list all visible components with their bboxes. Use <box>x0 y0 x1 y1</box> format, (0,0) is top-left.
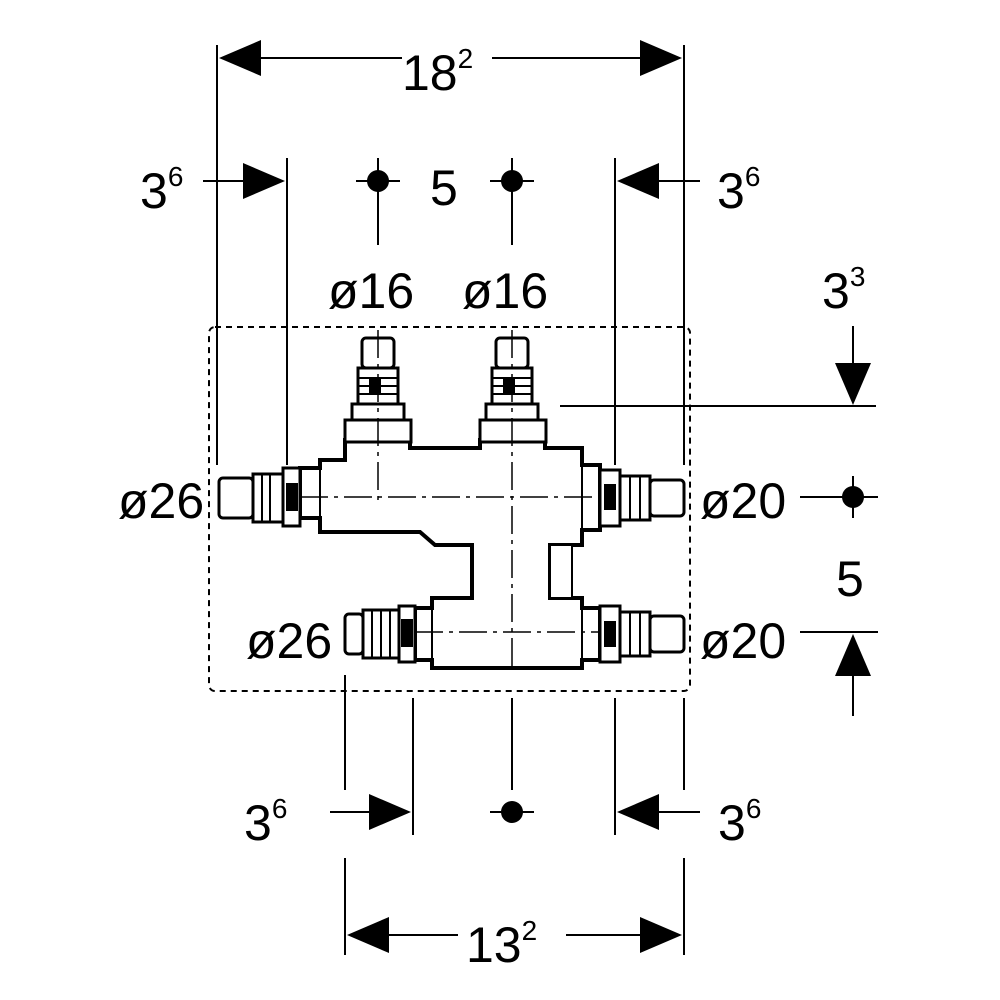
bottom-right-offset-label: 36 <box>718 793 761 851</box>
top-right-outlet-label: ø16 <box>462 263 548 319</box>
center-mark-icon <box>490 801 534 823</box>
top-left-outlet-label: ø16 <box>328 263 414 319</box>
top-right-offset-label: 36 <box>717 161 760 219</box>
left-upper-connection-label: ø26 <box>118 473 204 529</box>
right-top-offset-label: 33 <box>822 261 865 319</box>
center-marks <box>356 170 864 823</box>
right-lower-connection-label: ø20 <box>700 613 786 669</box>
arrowhead <box>617 163 659 199</box>
center-lines <box>300 330 600 668</box>
bottom-left-offset-label: 36 <box>244 793 287 851</box>
arrowhead <box>835 363 871 405</box>
dimension-labels: 182 36 5 36 33 5 36 36 132 <box>140 43 865 973</box>
arrowhead <box>617 794 659 830</box>
installation-frame <box>208 326 691 692</box>
arrowhead <box>219 40 261 76</box>
arrowhead <box>640 40 682 76</box>
top-width-label: 182 <box>402 43 473 101</box>
top-left-offset-label: 36 <box>140 161 183 219</box>
top-outlet-spacing-label: 5 <box>430 160 458 216</box>
arrowhead <box>835 634 871 676</box>
connectors <box>217 336 686 664</box>
arrowhead <box>369 794 411 830</box>
right-lower-connector <box>598 604 686 664</box>
bottom-width-label: 132 <box>466 915 537 973</box>
dimension-lines <box>203 40 871 953</box>
center-mark-icon <box>356 170 400 192</box>
left-lower-connector <box>343 604 417 664</box>
left-lower-connection-label: ø26 <box>246 613 332 669</box>
right-spacing-label: 5 <box>836 551 864 607</box>
center-mark-icon <box>490 170 534 192</box>
arrowhead <box>640 917 682 953</box>
connection-labels: ø16 ø16 ø26 ø26 ø20 ø20 <box>118 263 786 669</box>
right-upper-connection-label: ø20 <box>700 473 786 529</box>
left-upper-connector <box>217 466 302 528</box>
arrowhead <box>347 917 389 953</box>
right-upper-connector <box>598 468 686 528</box>
arrowhead <box>243 163 285 199</box>
center-mark-icon <box>842 476 864 518</box>
